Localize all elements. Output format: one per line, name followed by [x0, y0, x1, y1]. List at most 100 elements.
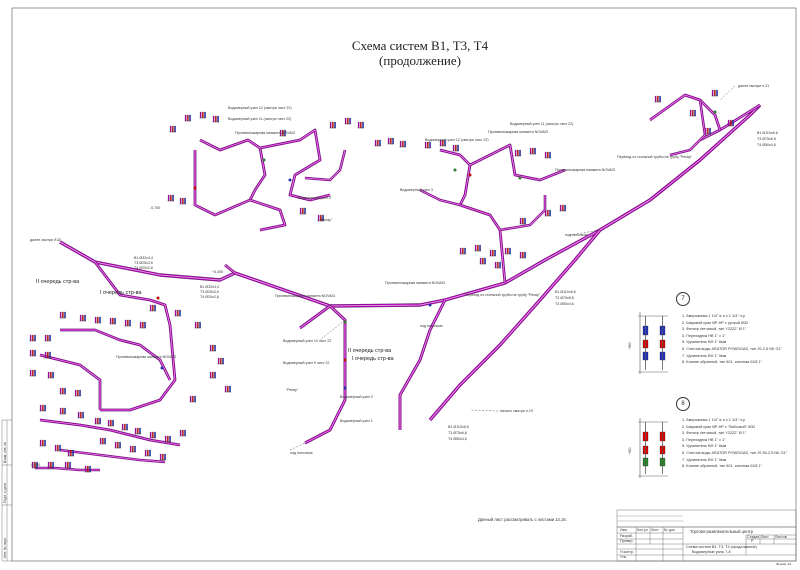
- sanitary-fixture: [329, 121, 336, 129]
- sanitary-fixture: [47, 371, 54, 379]
- sanitary-fixture: [529, 147, 536, 155]
- valve-marker: [160, 366, 164, 370]
- sanitary-fixture: [44, 334, 51, 342]
- detail-8-item: 7. Удлинитель ВН 1" 5мм: [682, 457, 727, 462]
- side-stamp-replace: Взам. инв. №: [3, 441, 7, 463]
- pipe-outline: [439, 148, 472, 206]
- pipe-highlight: [194, 150, 256, 216]
- sanitary-fixture: [474, 244, 481, 252]
- sanitary-fixture: [217, 357, 224, 365]
- sanitary-fixture: [64, 461, 71, 469]
- sanitary-fixture: [84, 465, 91, 473]
- sanitary-fixture: [121, 423, 128, 431]
- to-floor-label-3: под потолком: [565, 233, 588, 237]
- pipe-segment: [304, 340, 347, 444]
- node-11-label: Водомерный узел 11 (смотри лист 22): [228, 117, 292, 121]
- detail-7-dim: ~960: [628, 342, 632, 350]
- sanitary-fixture: [29, 334, 36, 342]
- sanitary-fixture: [424, 141, 431, 149]
- fixtures-group: [29, 89, 734, 473]
- dim-t4-50-c: Т4 Ø50x4,6: [448, 437, 467, 441]
- sheet-frame: [11, 7, 797, 562]
- sanitary-fixture: [159, 453, 166, 461]
- pipe-highlight: [419, 189, 461, 206]
- sanitary-fixture: [167, 194, 174, 202]
- sanitary-fixture: [279, 129, 286, 137]
- sanitary-fixture: [357, 121, 364, 129]
- valve-marker: [468, 173, 472, 177]
- valve-marker: [288, 178, 292, 182]
- dim-t4-50-b: Т4 Ø50x4,6: [555, 302, 574, 306]
- pipe-highlight: [469, 144, 566, 181]
- detail-8-item: 6. Счетчик воды ARATOR POWOGAS, тип JS 9…: [682, 450, 788, 455]
- sanitary-fixture: [29, 369, 36, 377]
- dim-b1-110: В1 Ø110x6,6: [757, 131, 778, 135]
- detail-8-item: 2. Шаровой кран ВР-НР с "бабочкой" Ø32: [682, 424, 756, 429]
- sanitary-fixture: [654, 95, 661, 103]
- pipe-segment: [259, 129, 331, 201]
- stamp-role-approve: Утв.: [620, 555, 627, 559]
- sanitary-fixture: [317, 214, 324, 222]
- detail-7-item: 1. Американка 1 1/4" в-н х 1 1/4" н-р: [682, 314, 746, 318]
- sanitary-fixture: [74, 389, 81, 397]
- sanitary-fixture: [144, 449, 151, 457]
- node-9-label: Водомерный узел 9 лист 22: [283, 361, 330, 365]
- node-1-label: Водомерный узел 1: [340, 419, 373, 423]
- pipe-highlight: [429, 229, 601, 421]
- sanitary-fixture: [224, 385, 231, 393]
- pipe-outline: [304, 340, 347, 445]
- sanitary-fixture: [344, 117, 351, 125]
- sanitary-fixture: [544, 151, 551, 159]
- sanitary-fixture: [59, 387, 66, 395]
- valve-marker: [713, 110, 717, 114]
- sanitary-fixture: [109, 317, 116, 325]
- sanitary-fixture: [164, 435, 171, 443]
- detail-7-item: 8. Клапан обратный, тип 601, система 01Ø…: [682, 360, 762, 365]
- transition-label-1: Переход со стальной трубы на трубу "Реха…: [465, 293, 540, 297]
- pipe-highlight: [299, 305, 331, 329]
- sanitary-fixture: [59, 311, 66, 319]
- detail-8-item: 4. Переходник НВ 1" х 1": [682, 437, 726, 442]
- pipe-highlight: [249, 199, 286, 231]
- sanitary-fixture: [107, 419, 114, 427]
- elev-label-3: -0,700: [150, 206, 161, 210]
- stamp-sheet-title: Схема систем В1, Т3, Т4 (продолжение): [686, 545, 757, 549]
- to-floor-label-1: под потолком: [420, 324, 443, 328]
- queue-1-label-left: I очередь стр-ва: [100, 290, 142, 296]
- pipe-segment: [199, 139, 266, 191]
- leader-line: [469, 409, 499, 412]
- to-floor-label-2: под потолком: [290, 451, 313, 455]
- sanitary-fixture: [149, 431, 156, 439]
- side-stamp-sign: Подп. и дата: [3, 483, 7, 503]
- pipe-segment: [419, 189, 461, 206]
- leader-line: [54, 237, 61, 243]
- title-block: [616, 526, 797, 562]
- drawing-title-line1: Схема систем В1, Т3, Т4: [351, 38, 489, 53]
- sanitary-fixture: [184, 114, 191, 122]
- sanitary-fixture: [489, 249, 496, 257]
- detail-7-item: 4. Переходник НВ 1" х 1": [682, 333, 726, 338]
- dim-b1-32-b: В1 Ø32x4,4: [200, 285, 219, 289]
- pipe-outline: [459, 203, 507, 284]
- sanitary-fixture: [514, 149, 521, 157]
- pipe-highlight: [224, 264, 236, 274]
- sanitary-fixture: [39, 439, 46, 447]
- node-4-label: Водомерный узел 4: [298, 196, 331, 200]
- elev-label-2: +3,300: [212, 270, 224, 274]
- detail-7-item: 2. Шаровой кран ВР-НР с ручкой Ø32: [682, 320, 749, 325]
- sanitary-fixture: [194, 321, 201, 329]
- sanitary-fixture: [212, 115, 219, 123]
- sanitary-fixture: [29, 349, 36, 357]
- pipe-highlight: [459, 204, 506, 284]
- drawing-title-line2: (продолжение): [379, 53, 461, 68]
- sanitary-fixture: [149, 304, 156, 312]
- sanitary-fixture: [67, 449, 74, 457]
- detail-7-drawing: [638, 312, 668, 374]
- valve-marker: [343, 386, 347, 390]
- anti-fire-label-5: Противопожарная манжета NOVAIG: [555, 168, 616, 172]
- pipe-segment: [39, 354, 101, 410]
- pipe-highlight: [304, 340, 346, 444]
- pipe-segment: [59, 104, 761, 308]
